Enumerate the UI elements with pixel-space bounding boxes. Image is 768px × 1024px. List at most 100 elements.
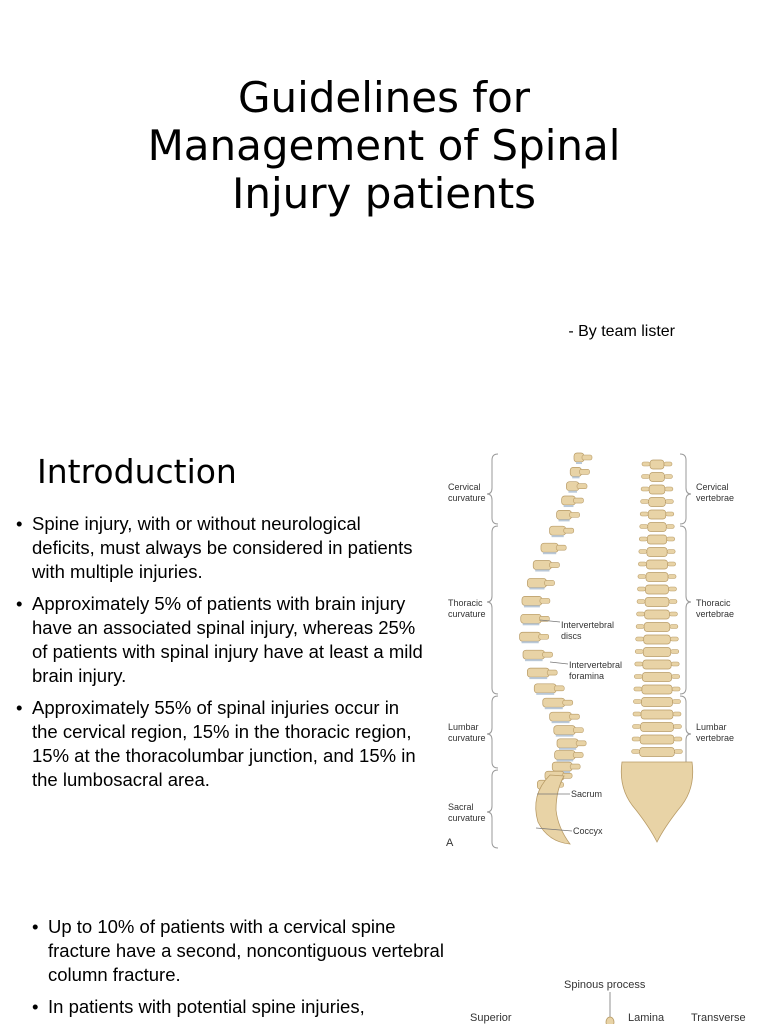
transverse-process: [669, 611, 678, 617]
label-lamina: Lamina: [628, 1012, 665, 1024]
bullet-list: Spine injury, with or without neurologic…: [14, 512, 424, 800]
figure-leader-lines: [535, 619, 573, 832]
vertebra-body: [648, 484, 666, 495]
transverse-process: [663, 461, 673, 467]
vertebra-body: [645, 572, 669, 582]
transverse-process: [670, 636, 679, 642]
bullet-item: In patients with potential spine injurie…: [30, 995, 450, 1019]
transverse-process: [634, 674, 643, 679]
transverse-process: [633, 686, 643, 692]
vertebra-body: [533, 683, 557, 694]
presentation-title: Guidelines for Management of Spinal Inju…: [80, 74, 688, 218]
transverse-process: [634, 649, 644, 654]
vertebra-body: [641, 697, 673, 707]
vertebra-body: [521, 596, 543, 606]
transverse-process: [674, 749, 683, 754]
vertebra-body: [643, 622, 671, 632]
spinous-process: [572, 752, 584, 758]
transverse-process: [635, 624, 645, 629]
transverse-process: [665, 511, 675, 517]
transverse-process: [671, 674, 680, 679]
vertebra-body: [556, 738, 579, 749]
label-superior: Superior: [470, 1012, 512, 1024]
label-panel-a: A: [446, 837, 454, 849]
intervertebral-disc: [568, 490, 578, 493]
intervertebral-disc: [544, 707, 563, 710]
bullet-item: Spine injury, with or without neurologic…: [14, 512, 424, 584]
vertebra-body: [642, 647, 672, 657]
vertebra-body: [645, 584, 669, 595]
spinous-process: [563, 527, 575, 534]
vertebra-body: [540, 542, 559, 553]
transverse-process: [641, 474, 650, 479]
vertebra-body: [649, 459, 665, 470]
transverse-process: [664, 474, 673, 479]
spinous-process: [539, 598, 551, 604]
transverse-process: [665, 499, 674, 504]
vertebra-body: [527, 667, 550, 678]
intervertebral-disc: [572, 476, 580, 479]
label-sacrum: Sacrum: [571, 789, 602, 799]
transverse-process: [667, 574, 677, 579]
transverse-process: [640, 499, 649, 504]
vertebra-body: [640, 709, 674, 720]
side-view-spine: [519, 452, 593, 845]
label-coccyx: Coccyx: [573, 826, 603, 836]
intervertebral-disc: [535, 569, 550, 572]
intervertebral-disc: [558, 519, 570, 522]
transverse-process: [672, 711, 682, 717]
vertebra-body: [642, 659, 672, 670]
transverse-process: [673, 724, 682, 729]
transverse-process: [636, 599, 646, 604]
vertebra-body: [646, 559, 668, 570]
intervertebral-disc: [556, 759, 574, 762]
spinous-process-shape: [605, 1016, 615, 1024]
intervertebral-disc: [521, 641, 539, 644]
transverse-process: [632, 724, 641, 729]
title-line: Guidelines for: [237, 73, 531, 122]
bullet-list: Up to 10% of patients with a cervical sp…: [30, 915, 450, 1024]
intervertebral-disc: [529, 677, 548, 680]
vertebra-body: [648, 497, 666, 507]
sacrum-shape: [620, 761, 694, 843]
intervertebral-disc: [551, 721, 570, 724]
vertebra-body: [644, 609, 670, 620]
vertebra-body: [542, 697, 566, 708]
transverse-process: [636, 611, 645, 617]
intervertebral-disc: [563, 505, 574, 508]
transverse-process: [670, 649, 680, 654]
author-byline: - By team lister: [568, 323, 675, 340]
vertebra-body: [554, 750, 576, 760]
sacrum-shape: [535, 774, 571, 845]
transverse-process: [666, 536, 675, 542]
transverse-process: [631, 736, 641, 742]
vertebra-body: [549, 711, 572, 722]
label-spinous-process: Spinous process: [564, 979, 646, 991]
spinous-process: [544, 580, 555, 586]
transverse-process: [641, 461, 651, 467]
spinous-process: [569, 713, 580, 720]
transverse-process: [631, 749, 640, 754]
transverse-process: [669, 624, 679, 629]
intervertebral-disc: [576, 462, 582, 464]
intervertebral-disc: [542, 552, 557, 555]
transverse-process: [670, 661, 680, 667]
slide-title: Guidelines for Management of Spinal Inju…: [0, 0, 768, 432]
spinous-process: [569, 763, 581, 770]
vertebra-body: [641, 684, 673, 695]
title-line: Management of Spinal: [147, 121, 621, 170]
spinous-process: [549, 562, 560, 568]
transverse-process: [664, 486, 674, 492]
vertebra-body: [642, 672, 673, 682]
spinous-process: [542, 651, 553, 658]
slide-heading: Introduction: [37, 452, 237, 491]
spinous-process: [553, 685, 565, 692]
transverse-process: [635, 636, 644, 642]
